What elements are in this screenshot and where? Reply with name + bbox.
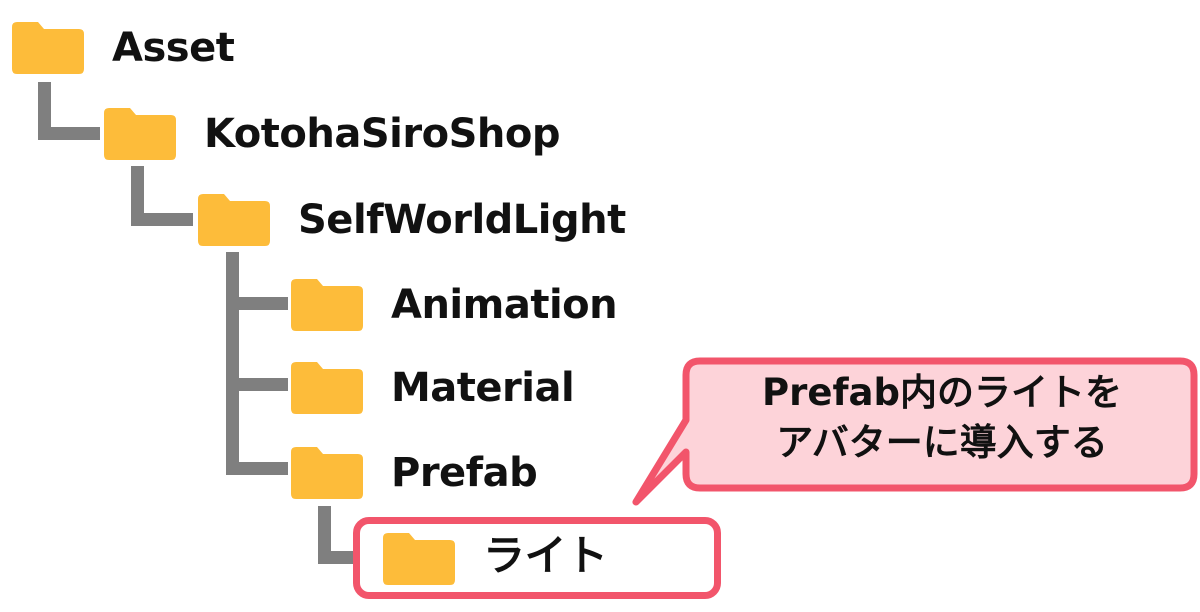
folder-icon <box>291 362 363 414</box>
node-label-prefab: Prefab <box>391 450 538 496</box>
highlight-box <box>353 517 721 599</box>
connector-selfworldlight-vertical <box>226 252 239 475</box>
connector-asset-vertical <box>38 82 51 140</box>
connector-asset-horizontal <box>38 127 100 140</box>
connector-material-horizontal <box>226 378 288 391</box>
node-label-selfworldlight: SelfWorldLight <box>298 197 626 243</box>
node-label-material: Material <box>391 365 575 411</box>
folder-icon <box>12 22 84 74</box>
connector-kotohasiroshop-horizontal <box>131 213 193 226</box>
folder-icon <box>198 194 270 246</box>
connector-prefab-horizontal <box>226 462 288 475</box>
folder-icon <box>104 108 176 160</box>
callout-text: Prefab内のライトを アバターに導入する <box>692 368 1192 468</box>
node-label-animation: Animation <box>391 282 618 328</box>
callout-line-2: アバターに導入する <box>776 421 1108 464</box>
folder-icon <box>291 447 363 499</box>
node-label-kotohasiroshop: KotohaSiroShop <box>204 111 560 157</box>
connector-animation-horizontal <box>226 297 288 310</box>
node-label-asset: Asset <box>112 25 235 71</box>
connector-kotohasiroshop-vertical <box>131 166 144 226</box>
callout-line-1: Prefab内のライトを <box>761 371 1122 414</box>
connector-prefab-vertical <box>318 506 331 564</box>
folder-icon <box>383 533 455 585</box>
folder-icon <box>291 279 363 331</box>
node-label-light: ライト <box>483 531 608 580</box>
